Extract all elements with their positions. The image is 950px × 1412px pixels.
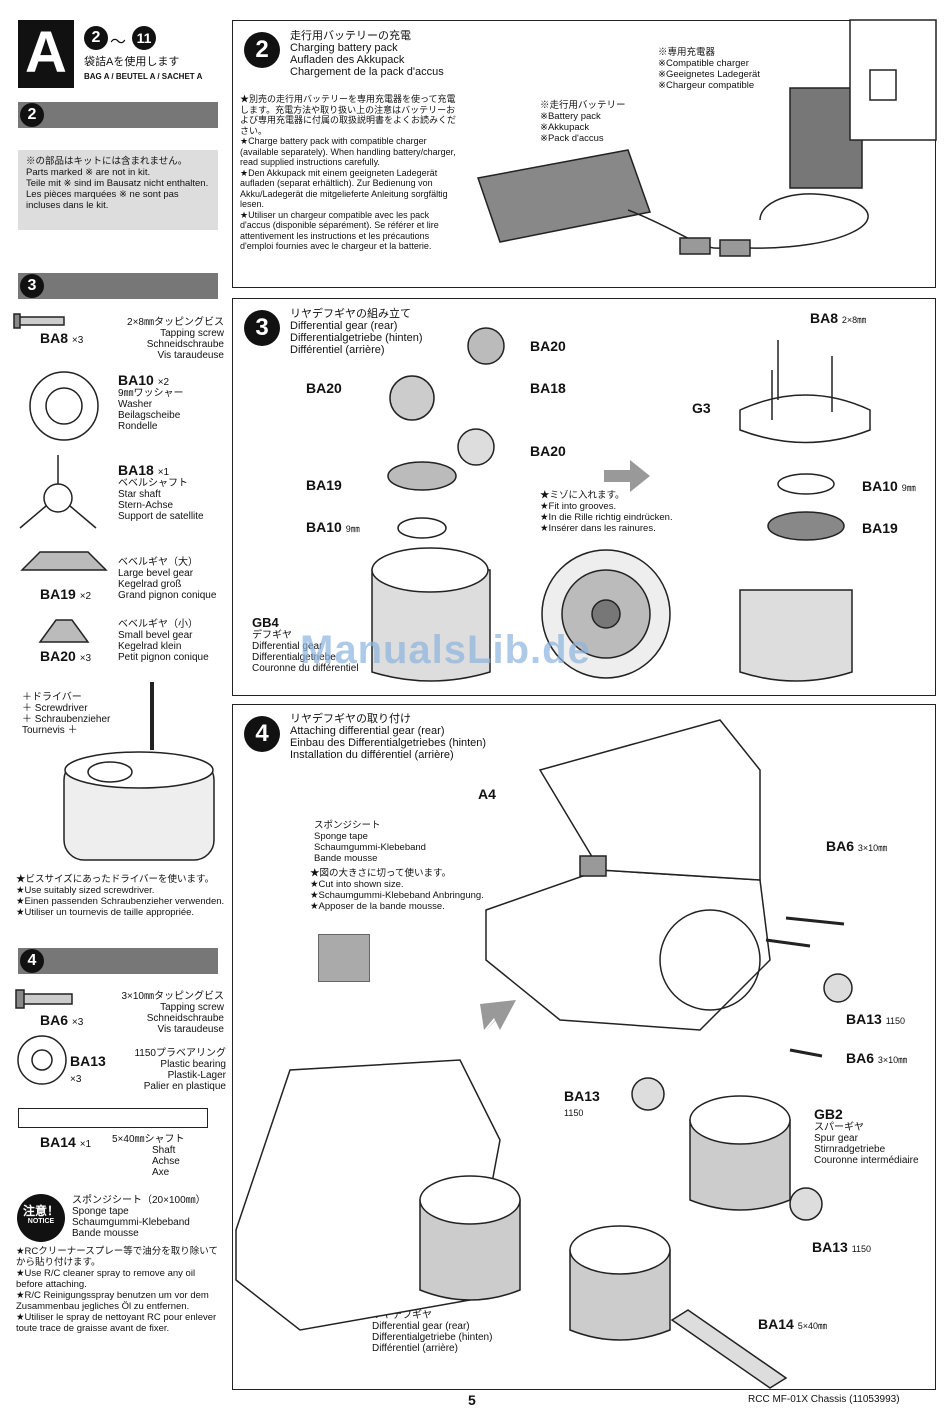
grooves-note: ★ミゾに入れます。★Fit into grooves.★In die Rille… xyxy=(540,490,673,534)
panel4-cut-note: ★図の大きさに切って使います。★Cut into shown size.★Sch… xyxy=(310,868,484,912)
label-ba13-right: BA13 1150 xyxy=(846,1011,906,1027)
label-ba20-left: BA20 xyxy=(306,380,342,396)
label-ba6-top: BA6 3×10㎜ xyxy=(826,838,888,854)
page-number: 5 xyxy=(468,1392,476,1408)
panel2-notes: ★別売の走行用バッテリーを専用充電器を使って充電します。充電方法や取り扱い上の注… xyxy=(240,94,457,251)
panel-step4 xyxy=(232,704,936,1390)
part-ba6: BA6 ×3 xyxy=(40,1012,84,1028)
battery-label: ※走行用バッテリー※Battery pack※Akkupack※Pack d'a… xyxy=(540,100,626,144)
driver-notes: ★ビスサイズにあったドライバーを使います。★Use suitably sized… xyxy=(16,874,225,918)
label-ba13-bottom: BA13 1150 xyxy=(812,1239,872,1255)
cleaner-notes: ★RCクリーナースプレー等で油分を取り除いてから貼り付けます。★Use R/C … xyxy=(16,1246,218,1334)
label-ba19-right: BA19 xyxy=(862,520,898,536)
panel-step2 xyxy=(232,20,936,288)
label-ba14: BA14 5×40㎜ xyxy=(758,1316,827,1332)
model-footer: RCC MF-01X Chassis (11053993) xyxy=(748,1394,900,1405)
part-ba10: BA10 ×2 xyxy=(118,372,170,388)
sidebar-step3-badge: 3 xyxy=(20,274,44,298)
label-ba18: BA18 xyxy=(530,380,566,396)
notice-badge: 注意！ NOTICE xyxy=(17,1194,65,1242)
part-ba20: BA20 ×3 xyxy=(40,648,92,664)
label-a7: A7 xyxy=(606,1006,624,1022)
label-ba6-bottom: BA6 3×10㎜ xyxy=(846,1050,908,1066)
label-ba19: BA19 xyxy=(306,477,342,493)
label-g3: G3 xyxy=(692,400,711,416)
label-ba10-right: BA10 9㎜ xyxy=(862,478,916,494)
sidebar-step2-note: ※の部品はキットには含まれません。 Parts marked ※ are not… xyxy=(18,150,218,230)
ba14-shaft-drawing xyxy=(18,1108,208,1128)
bag-letter: A xyxy=(25,20,67,85)
panel2-badge: 2 xyxy=(244,32,280,68)
range-tilde: 〜 xyxy=(110,34,127,51)
part-ba19: BA19 ×2 xyxy=(40,586,92,602)
part-ba13: BA13×3 xyxy=(70,1053,106,1085)
sponge-tape-swatch xyxy=(318,934,370,982)
label-ba8: BA8 2×8㎜ xyxy=(810,310,867,326)
sidebar-step2-badge: 2 xyxy=(20,103,44,127)
label-a4: A4 xyxy=(478,786,496,802)
label-ba20-right: BA20 xyxy=(530,443,566,459)
step-to-badge: 11 xyxy=(132,26,156,50)
panel4-badge: 4 xyxy=(244,716,280,752)
sidebar-step4-badge: 4 xyxy=(20,949,44,973)
charger-label: ※専用充電器※Compatible charger※Geeignetes Lad… xyxy=(658,47,760,91)
sidebar-step4-bar xyxy=(18,948,218,974)
part-ba18: BA18 ×1 xyxy=(118,462,170,478)
part-ba14: BA14 ×1 xyxy=(40,1134,92,1150)
label-ba20-top: BA20 xyxy=(530,338,566,354)
bag-letter-box xyxy=(18,20,74,88)
bag-jp: 袋詰Aを使用します xyxy=(84,56,180,68)
step-from-badge: 2 xyxy=(84,26,108,50)
bag-multilang: BAG A / BEUTEL A / SACHET A xyxy=(84,72,203,81)
part-ba8: BA8 ×3 xyxy=(40,330,84,346)
panel-step3 xyxy=(232,298,936,696)
watermark: ManualsLib.de xyxy=(300,628,591,672)
sidebar-step3-bar xyxy=(18,273,218,299)
sidebar-step2-bar xyxy=(18,102,218,128)
label-ba10: BA10 9㎜ xyxy=(306,519,360,535)
panel3-badge: 3 xyxy=(244,310,280,346)
